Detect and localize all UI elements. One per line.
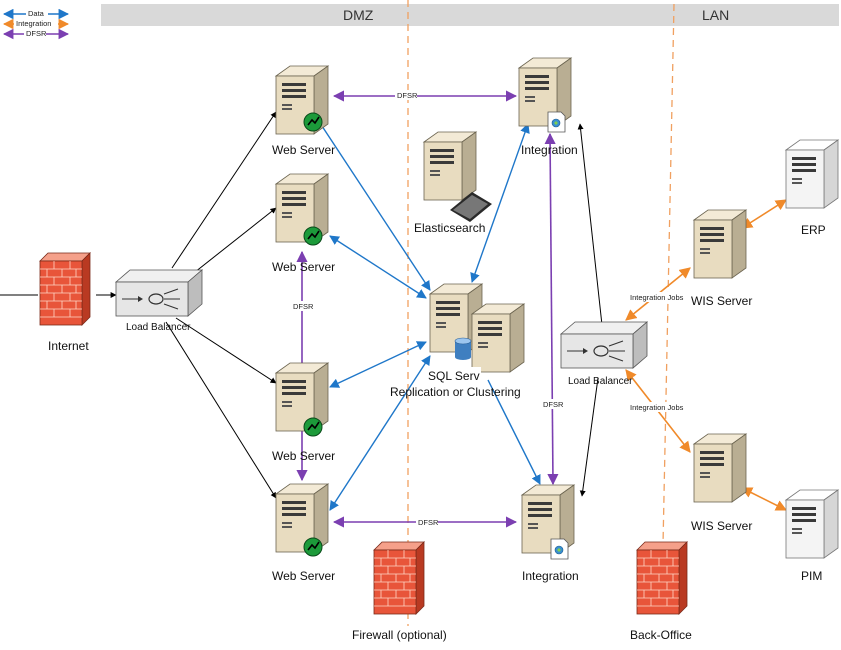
brick-wall-icon <box>373 541 425 615</box>
lan-divider-line <box>662 3 675 546</box>
edge-label-integration-jobs-1: Integration Jobs <box>630 293 684 302</box>
server-tower-icon <box>423 131 477 201</box>
integration-bottom-label: Integration <box>522 569 579 583</box>
keyboard-icon <box>450 192 492 222</box>
data-connections <box>317 119 541 511</box>
web-server-2-label: Web Server <box>272 260 335 274</box>
legend-data-label: Data <box>28 9 45 18</box>
server-tower-icon <box>275 362 329 432</box>
load-balancer-icon <box>560 321 648 369</box>
wis-server-1: WIS Server <box>691 209 752 308</box>
web-badge-icon <box>303 537 323 557</box>
erp-label: ERP <box>801 223 826 237</box>
optional-firewall: Firewall (optional) <box>352 541 447 642</box>
plain-connections <box>0 111 603 499</box>
edge-label-dfsr-right: DFSR <box>543 400 564 409</box>
integration-top-label: Integration <box>521 143 578 157</box>
sql-cluster: SQL Serv Replication or Clustering <box>390 283 525 399</box>
web-server-4: Web Server <box>272 483 335 583</box>
front-load-balancer: Load Balancer <box>115 269 203 333</box>
database-icon <box>454 337 472 360</box>
legend-integration-label: Integration <box>16 19 51 28</box>
pim-server: PIM <box>785 489 839 583</box>
internet-firewall: Internet <box>39 252 91 353</box>
web-badge-icon <box>303 112 323 132</box>
server-tower-icon <box>785 139 839 209</box>
web-badge-icon <box>303 226 323 246</box>
edge-label-integration-jobs-2: Integration Jobs <box>630 403 684 412</box>
edge-label-dfsr-top: DFSR <box>397 91 418 100</box>
front-load-balancer-label: Load Balancer <box>126 322 191 333</box>
back-load-balancer: Load Balancer <box>560 321 648 387</box>
pim-label: PIM <box>801 569 822 583</box>
server-tower-icon <box>785 489 839 559</box>
wis-server-1-label: WIS Server <box>691 294 752 308</box>
edge-labels: DFSR DFSR DFSR DFSR Integration Jobs Int… <box>291 90 688 527</box>
brick-wall-icon <box>39 252 91 326</box>
zone-band: DMZ LAN <box>101 4 839 26</box>
integration-top: Integration <box>518 57 578 157</box>
wis-server-2-label: WIS Server <box>691 519 752 533</box>
erp-server: ERP <box>785 139 839 237</box>
legend-dfsr-label: DFSR <box>26 29 47 38</box>
server-tower-icon <box>693 433 747 503</box>
zone-lan-label: LAN <box>702 7 729 23</box>
wis-server-2: WIS Server <box>691 433 752 533</box>
internet-label: Internet <box>48 339 89 353</box>
load-balancer-icon <box>115 269 203 317</box>
web-server-1: Web Server <box>272 65 335 157</box>
back-office-firewall: Back-Office <box>630 541 692 642</box>
server-tower-icon <box>471 303 525 373</box>
web-server-4-label: Web Server <box>272 569 335 583</box>
sql-label-line2: Replication or Clustering <box>390 385 521 399</box>
zone-dmz-label: DMZ <box>343 7 374 23</box>
integration-bottom: Integration <box>521 484 579 583</box>
server-tower-icon <box>693 209 747 279</box>
web-server-3: Web Server <box>272 362 335 463</box>
back-office-label: Back-Office <box>630 628 692 642</box>
web-server-2: Web Server <box>272 173 335 274</box>
legend: Data Integration DFSR <box>2 8 70 40</box>
elasticsearch-label: Elasticsearch <box>414 221 485 235</box>
firewall-label: Firewall (optional) <box>352 628 447 642</box>
web-server-3-label: Web Server <box>272 449 335 463</box>
brick-wall-icon <box>636 541 688 615</box>
web-badge-icon <box>303 417 323 437</box>
web-server-1-label: Web Server <box>272 143 335 157</box>
elasticsearch-server: Elasticsearch <box>414 131 492 235</box>
edge-label-dfsr-left: DFSR <box>293 302 314 311</box>
sql-label-line1: SQL Serv <box>428 369 480 383</box>
document-icon <box>547 111 566 133</box>
document-icon <box>550 538 569 560</box>
edge-label-dfsr-bottom: DFSR <box>418 518 439 527</box>
back-load-balancer-label: Load Balancer <box>568 376 633 387</box>
